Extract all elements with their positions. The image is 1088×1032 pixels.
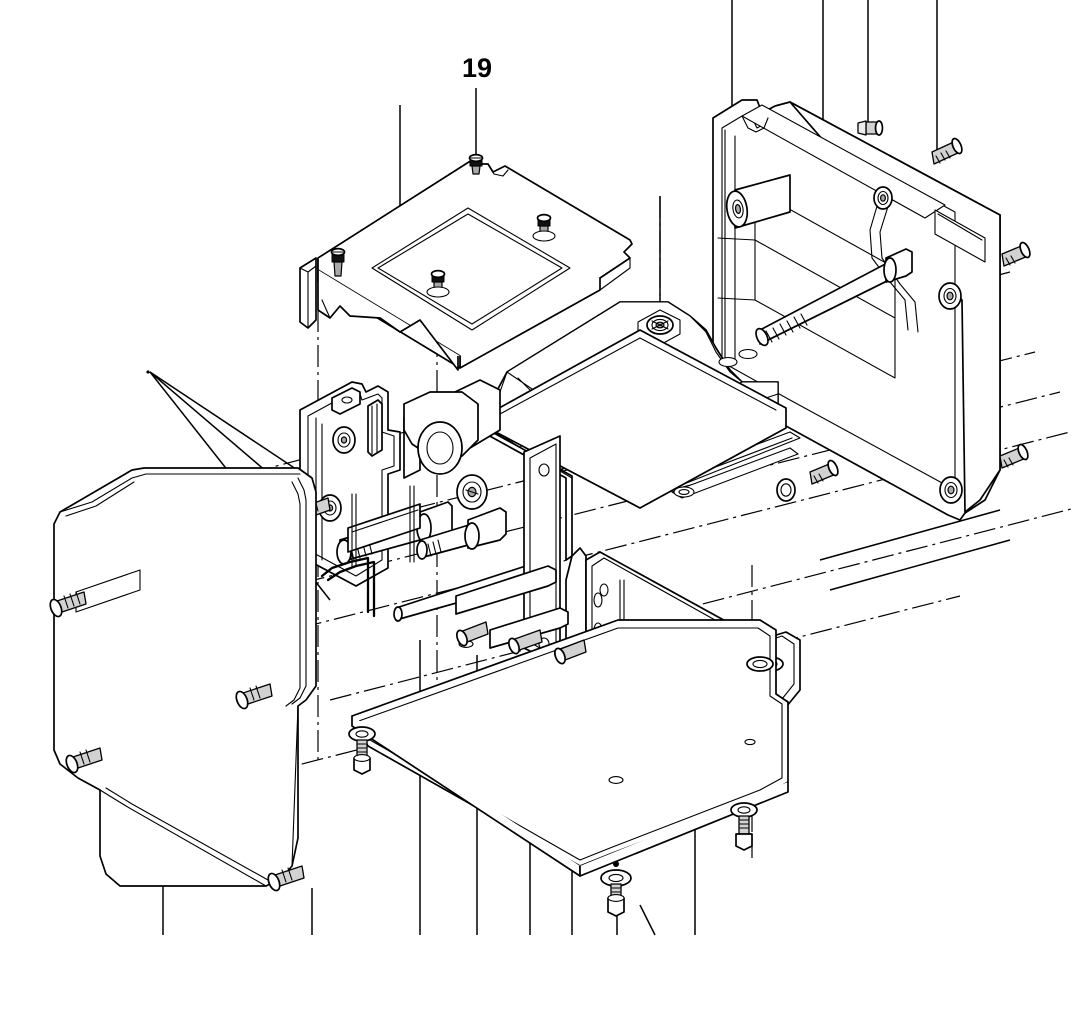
screw-top-cover-4	[532, 213, 556, 242]
screw	[65, 747, 103, 774]
base-screw-right	[730, 802, 758, 851]
bearing-ring-small	[332, 426, 356, 454]
screw	[809, 459, 839, 485]
bearing-ring	[456, 474, 488, 510]
roller-shaft-assembly	[296, 379, 569, 661]
screw-top-cover-2	[330, 247, 346, 277]
screw	[554, 639, 587, 665]
thumbscrew-knob	[646, 315, 674, 335]
screw-top-cover-3	[426, 269, 450, 298]
screw-top-cover-1	[468, 153, 484, 175]
boss-cylinder	[725, 174, 791, 229]
screw	[999, 443, 1029, 469]
screw	[235, 683, 273, 710]
plate-hole	[746, 656, 774, 672]
screw	[49, 591, 87, 618]
base-screw-left	[348, 726, 376, 775]
top-cover-plate	[299, 153, 633, 371]
tie-rod-thread	[765, 313, 808, 343]
shaft-lower	[416, 507, 507, 560]
tie-rod	[755, 248, 913, 347]
frame-screws	[456, 621, 587, 665]
base-screw-center	[600, 861, 632, 917]
callout-number-19: 19	[462, 53, 493, 83]
screw	[267, 865, 305, 892]
bottom-base-plate	[348, 619, 789, 917]
screw	[456, 621, 489, 647]
screw	[508, 629, 543, 655]
screw	[931, 137, 963, 165]
left-end-cover	[49, 467, 317, 892]
shaft-thread	[427, 539, 442, 557]
bearing-boss-mid	[938, 282, 962, 310]
bearing-boss-bottom	[939, 476, 963, 504]
bearing-boss-top	[873, 186, 893, 210]
screw	[857, 120, 884, 136]
screw	[1001, 241, 1031, 267]
screws-right-cover	[809, 120, 1031, 485]
motor-hub	[403, 391, 479, 475]
